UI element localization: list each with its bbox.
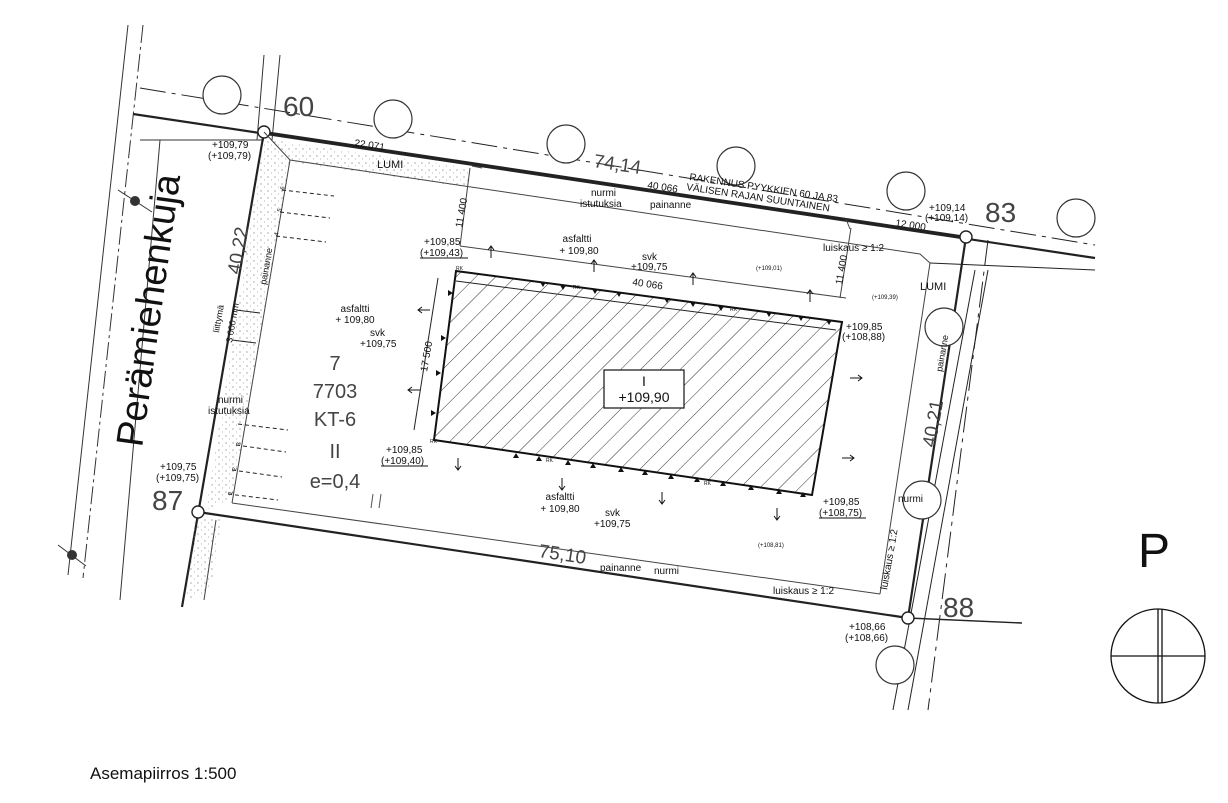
luiskaus-bottom: luiskaus ≥ 1:2 [773,586,835,597]
neighbor-87: 87 [152,485,183,516]
lot-block: 7 [329,353,340,375]
street-lamp-icon [57,189,153,567]
plot-interior-lines [186,131,931,601]
parking-number: 5 [277,207,284,212]
asfaltti-bottom: asfaltti [546,492,575,503]
building-floors: I [642,373,646,389]
entrance-marks [231,309,261,344]
nurmi-bottom: nurmi [654,566,679,577]
painanne-bottom: painanne [600,563,642,574]
svk-left-level: +109,75 [360,339,397,350]
lot-zone: KT-6 [314,409,356,431]
dim-building-mid: 40 066 [632,277,664,292]
lot-efficiency: e=0,4 [310,471,361,493]
corner-ne-b: (+109,14) [925,213,968,224]
corner-se-a: +108,66 [849,622,886,633]
bldg-ne-b: (+108,88) [842,332,885,343]
neighbor-60: 60 [283,91,314,122]
nurmi-top: nurmi [591,188,616,199]
bldg-nw-b: (+109,43) [420,248,463,259]
bldg-nw-a: +109,85 [424,237,461,248]
asfaltti-left: asfaltti [341,304,370,315]
dim-building-top: 40 066 [647,180,679,195]
liittyma-label: liittymä [211,304,226,333]
parking-number: 1 [228,490,235,495]
dim-right-top: 12 000 [895,218,927,233]
dim-small-top: 22 071 [354,138,386,153]
svk-bottom: svk [605,508,621,519]
rk-4: RK [704,481,712,487]
lot-number: 7703 [313,381,358,403]
bldg-sw-b: (+109,40) [381,456,424,467]
lumi-top: LUMI [377,159,403,171]
asfaltti-left-level: + 109,80 [335,315,375,326]
street-lines [67,24,281,601]
svk-top: svk [642,252,658,263]
compass-icon [1110,608,1206,704]
corner-nw-b: (+109,79) [208,151,251,162]
dim-right: 40,21 [919,398,948,448]
istutuksia-top: istutuksia [580,199,622,210]
rk-1: RK [573,285,581,291]
parking-lines [227,189,335,501]
drawing-title: Asemapiirros 1:500 [90,764,237,783]
north-label: P [1138,525,1171,578]
street-name: Perämiehenkuja [109,171,189,450]
dimension-lines [413,277,837,431]
lot-info: 7 7703 KT-6 II e=0,4 [310,353,361,493]
istutuksia-left: istutuksia [208,406,250,417]
rk-2: RK [730,307,738,313]
corner-sw-a: +109,75 [160,462,197,473]
tree-icons [202,75,1096,685]
rk-5: RK [430,439,438,445]
asfaltti-top: asfaltti [563,234,592,245]
asfaltti-top-level: + 109,80 [559,246,599,257]
bldg-sw-a: +109,85 [386,445,423,456]
building-edge-markers [431,282,832,497]
rk-3: RK [546,458,554,464]
corner-sw-b: (+109,75) [156,473,199,484]
dim-setback-left: 11 400 [454,197,470,229]
painanne-top: painanne [650,200,692,211]
spot-3: (+108,81) [758,543,784,549]
svk-left: svk [370,328,386,339]
nurmi-right: nurmi [898,494,923,505]
corner-se-b: (+108,66) [845,633,888,644]
lumi-right: LUMI [920,281,946,293]
rk-6: RK [456,266,464,272]
neighbor-88: 88 [943,592,974,623]
slope-arrow-icons [407,245,863,521]
bldg-se-b: (+108,75) [819,508,862,519]
dim-top: 74,14 [592,151,643,179]
dim-building-depth: 17 500 [419,340,435,372]
luiskaus-right: luiskaus ≥ 1:2 [879,528,901,590]
asfaltti-bottom-level: + 109,80 [540,504,580,515]
lot-marker-lines [370,493,382,509]
bldg-se-a: +109,85 [823,497,860,508]
luiskaus-top: luiskaus ≥ 1:2 [823,243,885,254]
nurmi-left: nurmi [218,395,243,406]
neighbor-83: 83 [985,197,1016,228]
lot-floors: II [329,441,340,463]
building-label-box [603,369,685,409]
parking-number: 2 [232,466,239,471]
level-underlines [381,257,866,519]
parking-numbers: 6 5 4 3 2 1 [228,185,287,495]
spot-1: (+109,01) [756,266,782,272]
corner-nw-a: +109,79 [212,140,249,151]
dim-setback-right: 11 400 [834,254,850,286]
parking-number: 4 [274,231,281,236]
spot-2: (+109,39) [872,295,898,301]
building-level: +109,90 [619,389,670,405]
svk-top-level: +109,75 [631,262,668,273]
bldg-ne-a: +109,85 [846,322,883,333]
corner-ne-a: +109,14 [929,203,966,214]
svk-bottom-level: +109,75 [594,519,631,530]
parking-number: 3 [236,441,243,446]
parking-number: 6 [280,185,287,190]
boundary-marker-icons [191,125,973,625]
